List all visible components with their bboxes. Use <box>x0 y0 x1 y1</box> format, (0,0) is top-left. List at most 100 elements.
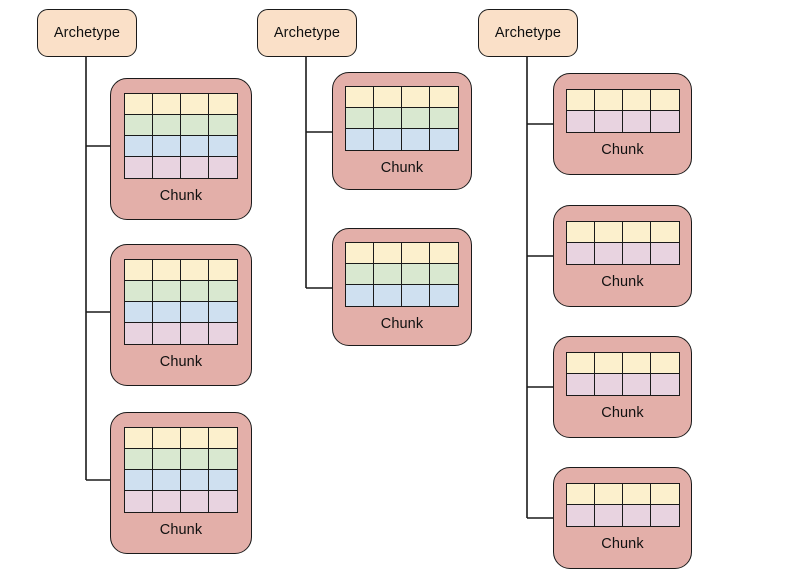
chunk-grid-row <box>566 222 679 243</box>
chunk-grid-cell <box>125 449 153 470</box>
chunk-grid <box>565 89 680 133</box>
chunk-grid-cell <box>430 243 458 264</box>
chunk-grid-cell <box>153 428 181 449</box>
chunk-grid <box>565 221 680 265</box>
chunk-grid-cell <box>566 222 595 243</box>
chunk-grid-cell <box>566 484 595 505</box>
chunk-grid-cell <box>181 281 209 302</box>
chunk-label: Chunk <box>159 354 203 370</box>
chunk-grid-cell <box>209 115 237 136</box>
chunk-label: Chunk <box>601 405 644 421</box>
chunk-grid-row <box>125 94 237 115</box>
chunk-node[interactable]: Chunk <box>553 467 692 569</box>
chunk-grid-cell <box>181 449 209 470</box>
chunk-grid-cell <box>125 302 153 323</box>
chunk-grid-cell <box>430 108 458 129</box>
chunk-grid-cell <box>622 90 651 111</box>
chunk-grid-cell <box>125 136 153 157</box>
chunk-grid-cell <box>181 428 209 449</box>
chunk-grid-cell <box>594 374 623 395</box>
chunk-grid-cell <box>209 491 237 512</box>
chunk-node[interactable]: Chunk <box>332 72 472 190</box>
chunk-grid-cell <box>209 94 237 115</box>
chunk-grid-row <box>566 243 679 264</box>
chunk-grid-cell <box>153 136 181 157</box>
chunk-grid-row <box>566 505 679 526</box>
chunk-grid-cell <box>374 108 402 129</box>
chunk-grid <box>345 242 459 307</box>
chunk-label: Chunk <box>380 316 424 332</box>
chunk-node[interactable]: Chunk <box>553 336 692 438</box>
chunk-grid-cell <box>650 353 679 374</box>
chunk-grid-row <box>125 260 237 281</box>
chunk-grid-cell <box>566 353 595 374</box>
chunk-grid-cell <box>594 243 623 264</box>
chunk-grid-cell <box>209 302 237 323</box>
chunk-grid-cell <box>374 87 402 108</box>
chunk-grid-cell <box>650 243 679 264</box>
chunk-grid-cell <box>181 157 209 178</box>
chunk-grid-row <box>566 484 679 505</box>
chunk-grid <box>124 93 238 179</box>
chunk-grid-cell <box>402 264 430 285</box>
chunk-grid-row <box>125 136 237 157</box>
chunk-node[interactable]: Chunk <box>110 78 252 220</box>
chunk-grid-cell <box>209 323 237 344</box>
chunk-grid <box>565 483 680 527</box>
chunk-grid-cell <box>566 374 595 395</box>
chunk-grid-cell <box>622 111 651 132</box>
chunk-grid-cell <box>594 90 623 111</box>
chunk-node[interactable]: Chunk <box>332 228 472 346</box>
chunk-grid-cell <box>566 111 595 132</box>
chunk-node[interactable]: Chunk <box>110 412 252 554</box>
chunk-grid-row <box>125 449 237 470</box>
chunk-grid-cell <box>209 260 237 281</box>
chunk-grid-cell <box>209 136 237 157</box>
chunk-grid-cell <box>346 264 374 285</box>
chunk-grid-cell <box>125 94 153 115</box>
chunk-node[interactable]: Chunk <box>553 73 692 175</box>
chunk-grid-cell <box>181 491 209 512</box>
chunk-grid-cell <box>430 87 458 108</box>
chunk-grid-cell <box>430 285 458 306</box>
chunk-grid <box>124 259 238 345</box>
chunk-grid-row <box>566 374 679 395</box>
chunk-label: Chunk <box>601 274 644 290</box>
chunk-grid-cell <box>209 449 237 470</box>
chunk-grid-cell <box>566 90 595 111</box>
chunk-grid-row <box>125 470 237 491</box>
archetype-node-3[interactable]: Archetype <box>478 9 578 57</box>
chunk-grid-cell <box>125 115 153 136</box>
chunk-grid <box>565 352 680 396</box>
chunk-grid-cell <box>346 285 374 306</box>
chunk-grid-cell <box>402 285 430 306</box>
chunk-grid-cell <box>650 111 679 132</box>
chunk-grid-cell <box>153 302 181 323</box>
chunk-grid-cell <box>650 505 679 526</box>
chunk-grid-cell <box>209 470 237 491</box>
chunk-grid-cell <box>594 484 623 505</box>
chunk-grid-cell <box>346 243 374 264</box>
chunk-grid-cell <box>346 87 374 108</box>
chunk-label: Chunk <box>380 160 424 176</box>
chunk-grid-cell <box>125 428 153 449</box>
chunk-grid <box>345 86 459 151</box>
chunk-grid-cell <box>346 129 374 150</box>
chunk-grid-cell <box>374 129 402 150</box>
chunk-grid-cell <box>125 260 153 281</box>
chunk-grid-row <box>346 264 458 285</box>
chunk-grid-cell <box>181 302 209 323</box>
chunk-grid-cell <box>209 281 237 302</box>
chunk-grid-cell <box>622 484 651 505</box>
archetype-node-1[interactable]: Archetype <box>37 9 137 57</box>
chunk-grid-cell <box>594 353 623 374</box>
chunk-label: Chunk <box>159 522 203 538</box>
chunk-node[interactable]: Chunk <box>110 244 252 386</box>
chunk-grid-cell <box>650 374 679 395</box>
chunk-node[interactable]: Chunk <box>553 205 692 307</box>
chunk-grid <box>124 427 238 513</box>
archetype-node-2[interactable]: Archetype <box>257 9 357 57</box>
chunk-grid-row <box>566 353 679 374</box>
chunk-label: Chunk <box>601 536 644 552</box>
chunk-grid-cell <box>153 491 181 512</box>
